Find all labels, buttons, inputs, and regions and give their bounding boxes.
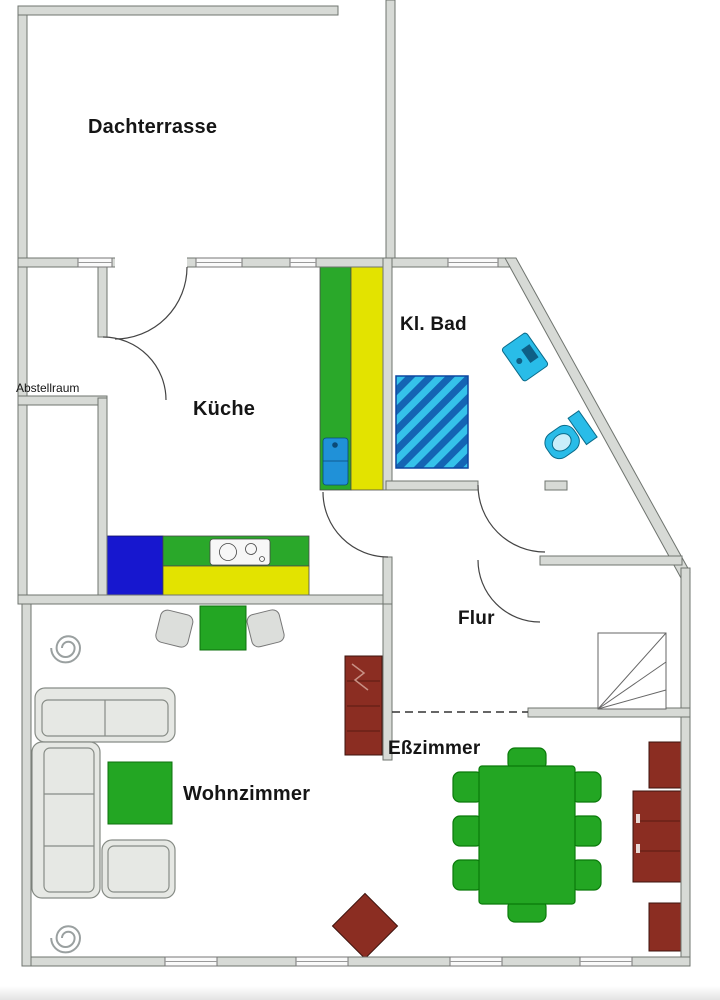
door-arc	[102, 336, 167, 401]
room-label-flur: Flur	[458, 608, 495, 629]
breakfast-chair-left	[155, 609, 194, 648]
spiral-ornament-icon	[50, 635, 81, 664]
door-arcs	[102, 266, 546, 623]
door-arc	[114, 266, 188, 340]
bathroom-sink	[501, 332, 549, 382]
door-arc	[477, 484, 546, 553]
door-arc	[322, 491, 389, 558]
spiral-ornament-icon	[50, 925, 81, 954]
faucet-icon	[332, 442, 338, 448]
walls-layer	[17, 0, 691, 967]
room-label-wohnzimmer: Wohnzimmer	[183, 783, 311, 805]
counter-bottom-yellow	[162, 565, 310, 597]
door-opening	[115, 257, 187, 268]
room-label-abstellraum: Abstellraum	[16, 381, 80, 395]
breakfast-chair-right	[246, 609, 285, 648]
stove	[209, 538, 271, 566]
armchair	[101, 839, 176, 899]
living-room-furniture	[31, 605, 285, 899]
room-label-kueche: Küche	[193, 398, 256, 420]
bathroom-fixtures	[395, 332, 598, 469]
breakfast-set	[155, 605, 285, 651]
stairs	[597, 632, 667, 710]
toilet	[544, 410, 598, 460]
window-midlines	[78, 262, 632, 962]
dark-red-furniture	[331, 655, 683, 960]
scan-shadow	[0, 986, 720, 1000]
counter-yellow-strip	[350, 265, 384, 491]
door-arc	[477, 559, 541, 623]
corner-table-rotated	[331, 892, 399, 960]
dining-set	[452, 747, 602, 923]
shower	[395, 375, 469, 469]
kitchen-sink	[322, 437, 349, 486]
kitchen-counter	[103, 265, 384, 597]
room-label-dachterrasse: Dachterrasse	[88, 116, 218, 138]
breakfast-table	[199, 605, 247, 651]
sofa-group	[31, 687, 176, 899]
room-label-esszimmer: Eßzimmer	[388, 738, 481, 759]
appliance-blue	[103, 535, 164, 596]
room-label-klbad: Kl. Bad	[400, 314, 467, 335]
sofa-left	[31, 741, 101, 899]
cabinet-small-top	[648, 741, 683, 789]
cabinet-large	[632, 790, 683, 883]
dining-table	[478, 765, 576, 905]
cabinet-small-bottom	[648, 902, 683, 952]
coffee-table	[107, 761, 173, 825]
